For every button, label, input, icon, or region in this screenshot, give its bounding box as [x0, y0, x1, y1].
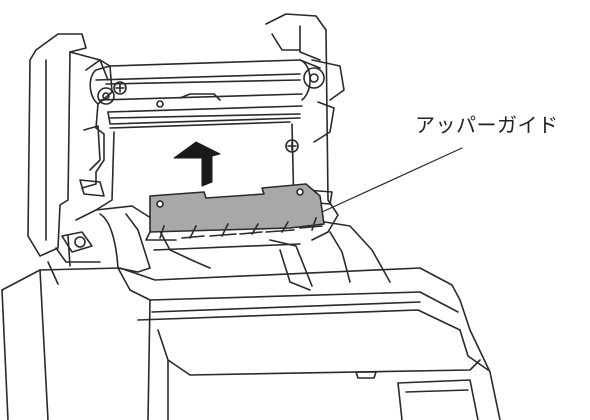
- callout-leader-line: [321, 147, 463, 213]
- cover-right-frame: [265, 13, 345, 241]
- printer-body: [1, 267, 501, 420]
- platen-roller: [89, 59, 325, 125]
- arrow-up-icon: [173, 141, 221, 187]
- upper-guide: [145, 183, 325, 241]
- left-bracket: [79, 59, 127, 197]
- cover-left-frame: [27, 33, 109, 263]
- paper-path: [47, 121, 391, 291]
- upper-guide-callout-label: アッパーガイド: [415, 113, 559, 137]
